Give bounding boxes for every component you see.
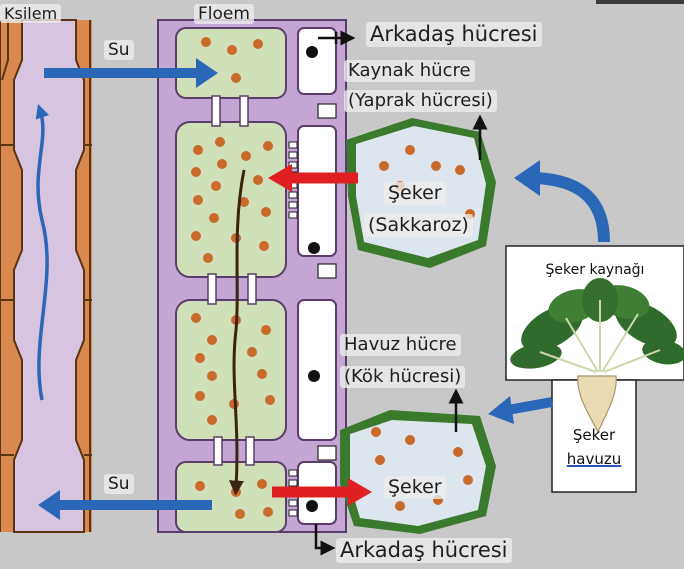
label-kaynak-hucre: Kaynak hücre (344, 60, 475, 82)
sugar-beet-plant (505, 245, 684, 381)
seker-havuzu-line1: Şeker (572, 426, 616, 444)
seker-kaynagi-caption: Şeker kaynağı (506, 246, 684, 290)
label-sakkaroz: (Sakkaroz) (364, 214, 473, 237)
label-havuz-hucre: Havuz hücre (340, 334, 461, 356)
water-arrows (38, 58, 218, 520)
sugar-arrows (268, 164, 372, 506)
sugar-beet-root (551, 375, 637, 493)
companion-cell-pointers (314, 30, 356, 556)
label-ksilem: Ksilem (0, 4, 62, 24)
phloem-sieve-tube (157, 19, 347, 533)
seker-havuzu-caption: Şeker havuzu (552, 380, 636, 492)
sink-arrow (488, 396, 553, 424)
seker-havuzu-line2: havuzu (566, 450, 622, 468)
label-seker-top: Şeker (384, 182, 446, 205)
seker-kaynagi-text: Şeker kaynağı (545, 262, 645, 278)
sink-root-cell (340, 388, 496, 534)
label-arkadas-hucresi-bottom: Arkadaş hücresi (336, 538, 512, 564)
label-seker-bottom: Şeker (384, 476, 446, 499)
label-arkadas-hucresi-top: Arkadaş hücresi (366, 22, 542, 48)
label-floem: Floem (194, 4, 254, 25)
label-su-bottom: Su (104, 474, 134, 495)
label-su-top: Su (104, 40, 134, 61)
xylem-vessel (0, 19, 92, 533)
label-kok-hucresi: (Kök hücresi) (340, 366, 466, 388)
label-yaprak-hucresi: (Yaprak hücresi) (344, 90, 497, 112)
source-curved-arrow (514, 160, 610, 243)
window-edge (596, 0, 684, 4)
